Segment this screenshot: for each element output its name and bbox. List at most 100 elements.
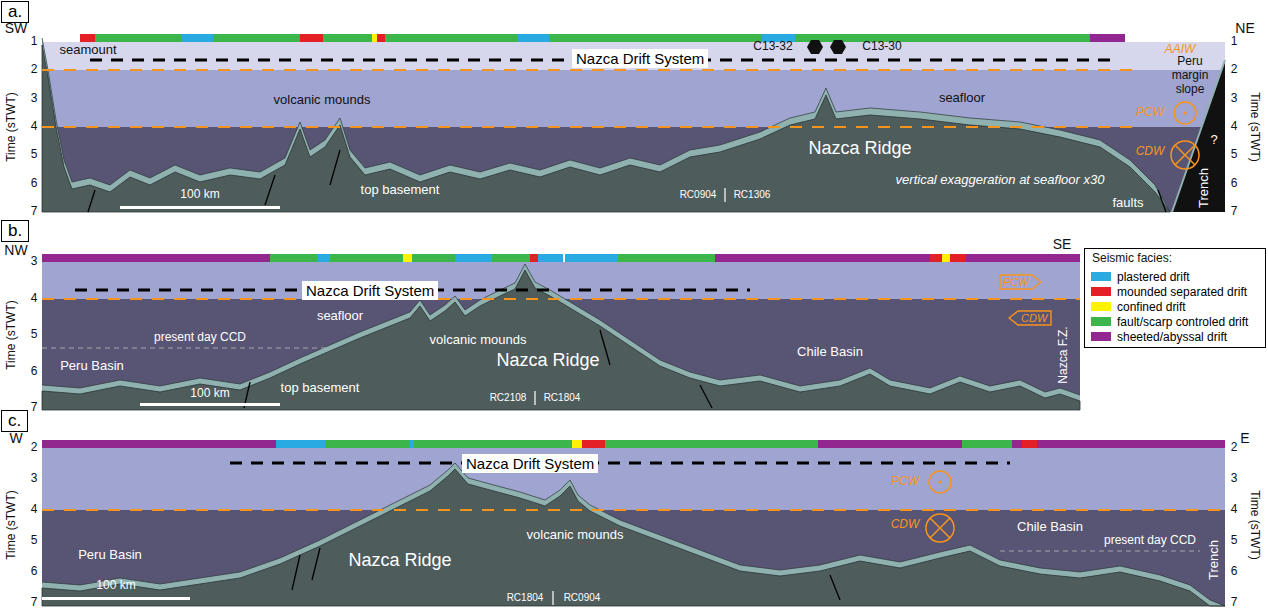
facies-bar — [538, 254, 563, 262]
annotation-label: SW — [5, 20, 28, 36]
annotation-label: 4 — [31, 120, 38, 134]
annotation-label: volcanic mounds — [274, 93, 371, 108]
flow-out-symbol — [1174, 102, 1196, 124]
annotation-label: 1 — [31, 35, 38, 49]
legend-text: confined drift — [1117, 300, 1186, 314]
annotation-label: 2 — [1231, 63, 1238, 77]
annotation-label: Chile Basin — [1017, 520, 1083, 535]
panel-letter-box: b. — [1, 220, 29, 242]
annotation-label: 6 — [31, 565, 38, 579]
annotation-label: 6 — [1231, 177, 1238, 191]
facies-bar — [572, 440, 582, 448]
fault-line — [1158, 190, 1166, 212]
annotation-label: PCW — [891, 475, 919, 489]
facies-bar — [182, 34, 213, 42]
annotation-label: 5 — [31, 148, 38, 162]
annotation-label: 7 — [31, 596, 38, 610]
node-text: PCW — [1003, 276, 1029, 288]
annotation-label: C13-30 — [862, 40, 901, 54]
annotation-label: 5 — [31, 534, 38, 548]
annotation-label: 2 — [31, 63, 38, 77]
annotation-label: 7 — [1231, 205, 1238, 219]
annotation-label: ? — [1210, 133, 1217, 148]
water-boundary — [42, 69, 1140, 71]
annotation-label: 5 — [1231, 148, 1238, 162]
annotation-label: 2 — [1231, 441, 1238, 455]
facies-bar — [942, 254, 950, 262]
annotation-label: 6 — [1231, 565, 1238, 579]
legend-text: plastered drift — [1117, 270, 1190, 284]
flow-dot — [938, 480, 941, 483]
sediment-layer — [42, 264, 1080, 410]
annotation-label: Peru Basin — [78, 548, 142, 563]
core-site — [830, 40, 846, 54]
annotation-label: PCW — [1136, 106, 1164, 120]
drift-system-label-box: Nazca Drift System — [572, 49, 708, 68]
facies-bar — [300, 34, 323, 42]
water-boundary — [42, 126, 1140, 128]
facies-bar — [323, 34, 372, 42]
facies-bar — [372, 34, 377, 42]
facies-bar — [412, 254, 455, 262]
water-boundary — [42, 509, 1225, 511]
flow-out-symbol — [929, 471, 951, 493]
legend-text: fault/scarp controled drift — [1117, 315, 1248, 329]
annotation-label: Chile Basin — [797, 345, 863, 360]
annotation-label: Trench — [1207, 540, 1222, 580]
node-text: c. — [8, 411, 21, 430]
annotation-label: present day CCD — [154, 331, 246, 345]
annotation-label: Time (sTWT) — [1247, 490, 1261, 560]
annotation-label: RC1804 — [544, 392, 581, 404]
fault-line — [330, 150, 340, 185]
annotation-label: 4 — [31, 503, 38, 517]
annotation-label: 4 — [31, 292, 38, 306]
annotation-label: Nazca F.Z. — [1057, 326, 1071, 383]
drift-system-label-box: Nazca Drift System — [302, 281, 438, 300]
annotation-label: volcanic mounds — [430, 333, 527, 348]
fault-line — [88, 190, 95, 212]
facies-bar — [1037, 440, 1225, 448]
facies-bar — [550, 34, 762, 42]
facies-bar — [1012, 440, 1022, 448]
annotation-label: RC1804 — [507, 592, 544, 604]
facies-bar — [325, 440, 410, 448]
annotation-label: 100 km — [96, 579, 135, 593]
facies-bar — [618, 254, 715, 262]
annotation-label: volcanic mounds — [527, 528, 624, 543]
annotation-label: 3 — [31, 472, 38, 486]
flow-dot — [1183, 111, 1186, 114]
scale-bar — [120, 206, 280, 209]
annotation-label: 100 km — [180, 188, 219, 202]
facies-bar — [80, 34, 95, 42]
fault-line — [265, 175, 275, 205]
sediment-layer — [42, 463, 1225, 606]
facies-bar — [270, 254, 317, 262]
ccd-line — [1000, 551, 1200, 552]
panel-letter-box: c. — [1, 410, 28, 432]
annotation-label: SE — [1053, 236, 1072, 252]
flow-cross — [1175, 145, 1195, 165]
seafloor-line — [42, 463, 1225, 606]
annotation-label: CDW — [1136, 145, 1165, 159]
facies-bar — [962, 440, 1012, 448]
facies-bar — [317, 254, 330, 262]
facies-bar — [565, 254, 618, 262]
legend-swatch — [1091, 332, 1111, 341]
legend-swatch — [1091, 287, 1111, 296]
annotation-label: 7 — [31, 205, 38, 219]
water-boundary — [42, 298, 1080, 300]
node-text: Nazca Drift System — [466, 455, 594, 472]
legend-text: sheeted/abyssal drift — [1117, 330, 1227, 344]
annotation-label: 5 — [31, 328, 38, 342]
fault-line — [600, 330, 610, 365]
node-text: CDW — [1021, 312, 1047, 324]
pcw-water — [42, 262, 1080, 299]
basement — [42, 469, 1225, 606]
node-text: a. — [8, 2, 22, 21]
annotation-label: 3 — [31, 92, 38, 106]
legend-text: mounded separated drift — [1117, 285, 1247, 299]
annotation-label: E — [1240, 430, 1249, 446]
legend-row: confined drift — [1091, 299, 1186, 314]
node-text: b. — [8, 221, 22, 240]
annotation-label: 3 — [31, 255, 38, 269]
